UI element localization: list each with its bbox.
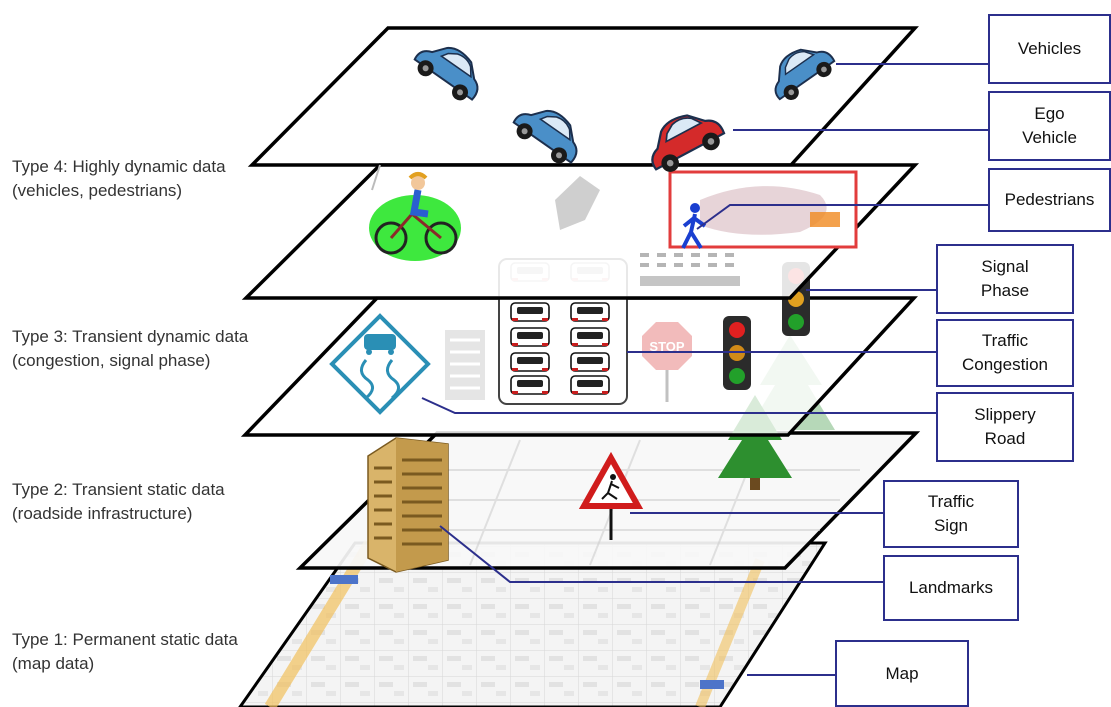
cyclist-icon xyxy=(369,172,461,261)
pedestrian-icon xyxy=(668,170,858,250)
layer-1-map-plane xyxy=(238,539,828,707)
callout-pedestrians: Pedestrians xyxy=(988,168,1111,232)
layer-label-type-1: Type 1: Permanent static data(map data) xyxy=(12,630,238,673)
callout-landmarks: Landmarks xyxy=(883,555,1019,621)
connector-lines xyxy=(421,63,990,676)
layer-label-type-4: Type 4: Highly dynamic data(vehicles, pe… xyxy=(12,157,226,200)
building-icon xyxy=(367,437,449,573)
pedestrian-crossing-sign-icon xyxy=(578,451,644,540)
callout-vehicles: Vehicles xyxy=(988,14,1111,84)
connector-pedestrians xyxy=(696,204,990,230)
layer-label-type-2: Type 2: Transient static data(roadside i… xyxy=(12,480,225,523)
stop-sign-text: STOP xyxy=(649,339,684,354)
slippery-road-sign-icon xyxy=(329,313,431,415)
connector-landmarks xyxy=(439,525,884,583)
callout-map: Map xyxy=(835,640,969,707)
connector-slippery-road xyxy=(421,397,938,414)
layer-label-type-3: Type 3: Transient dynamic data(congestio… xyxy=(12,327,249,370)
stop-sign-icon: STOP xyxy=(642,322,692,402)
